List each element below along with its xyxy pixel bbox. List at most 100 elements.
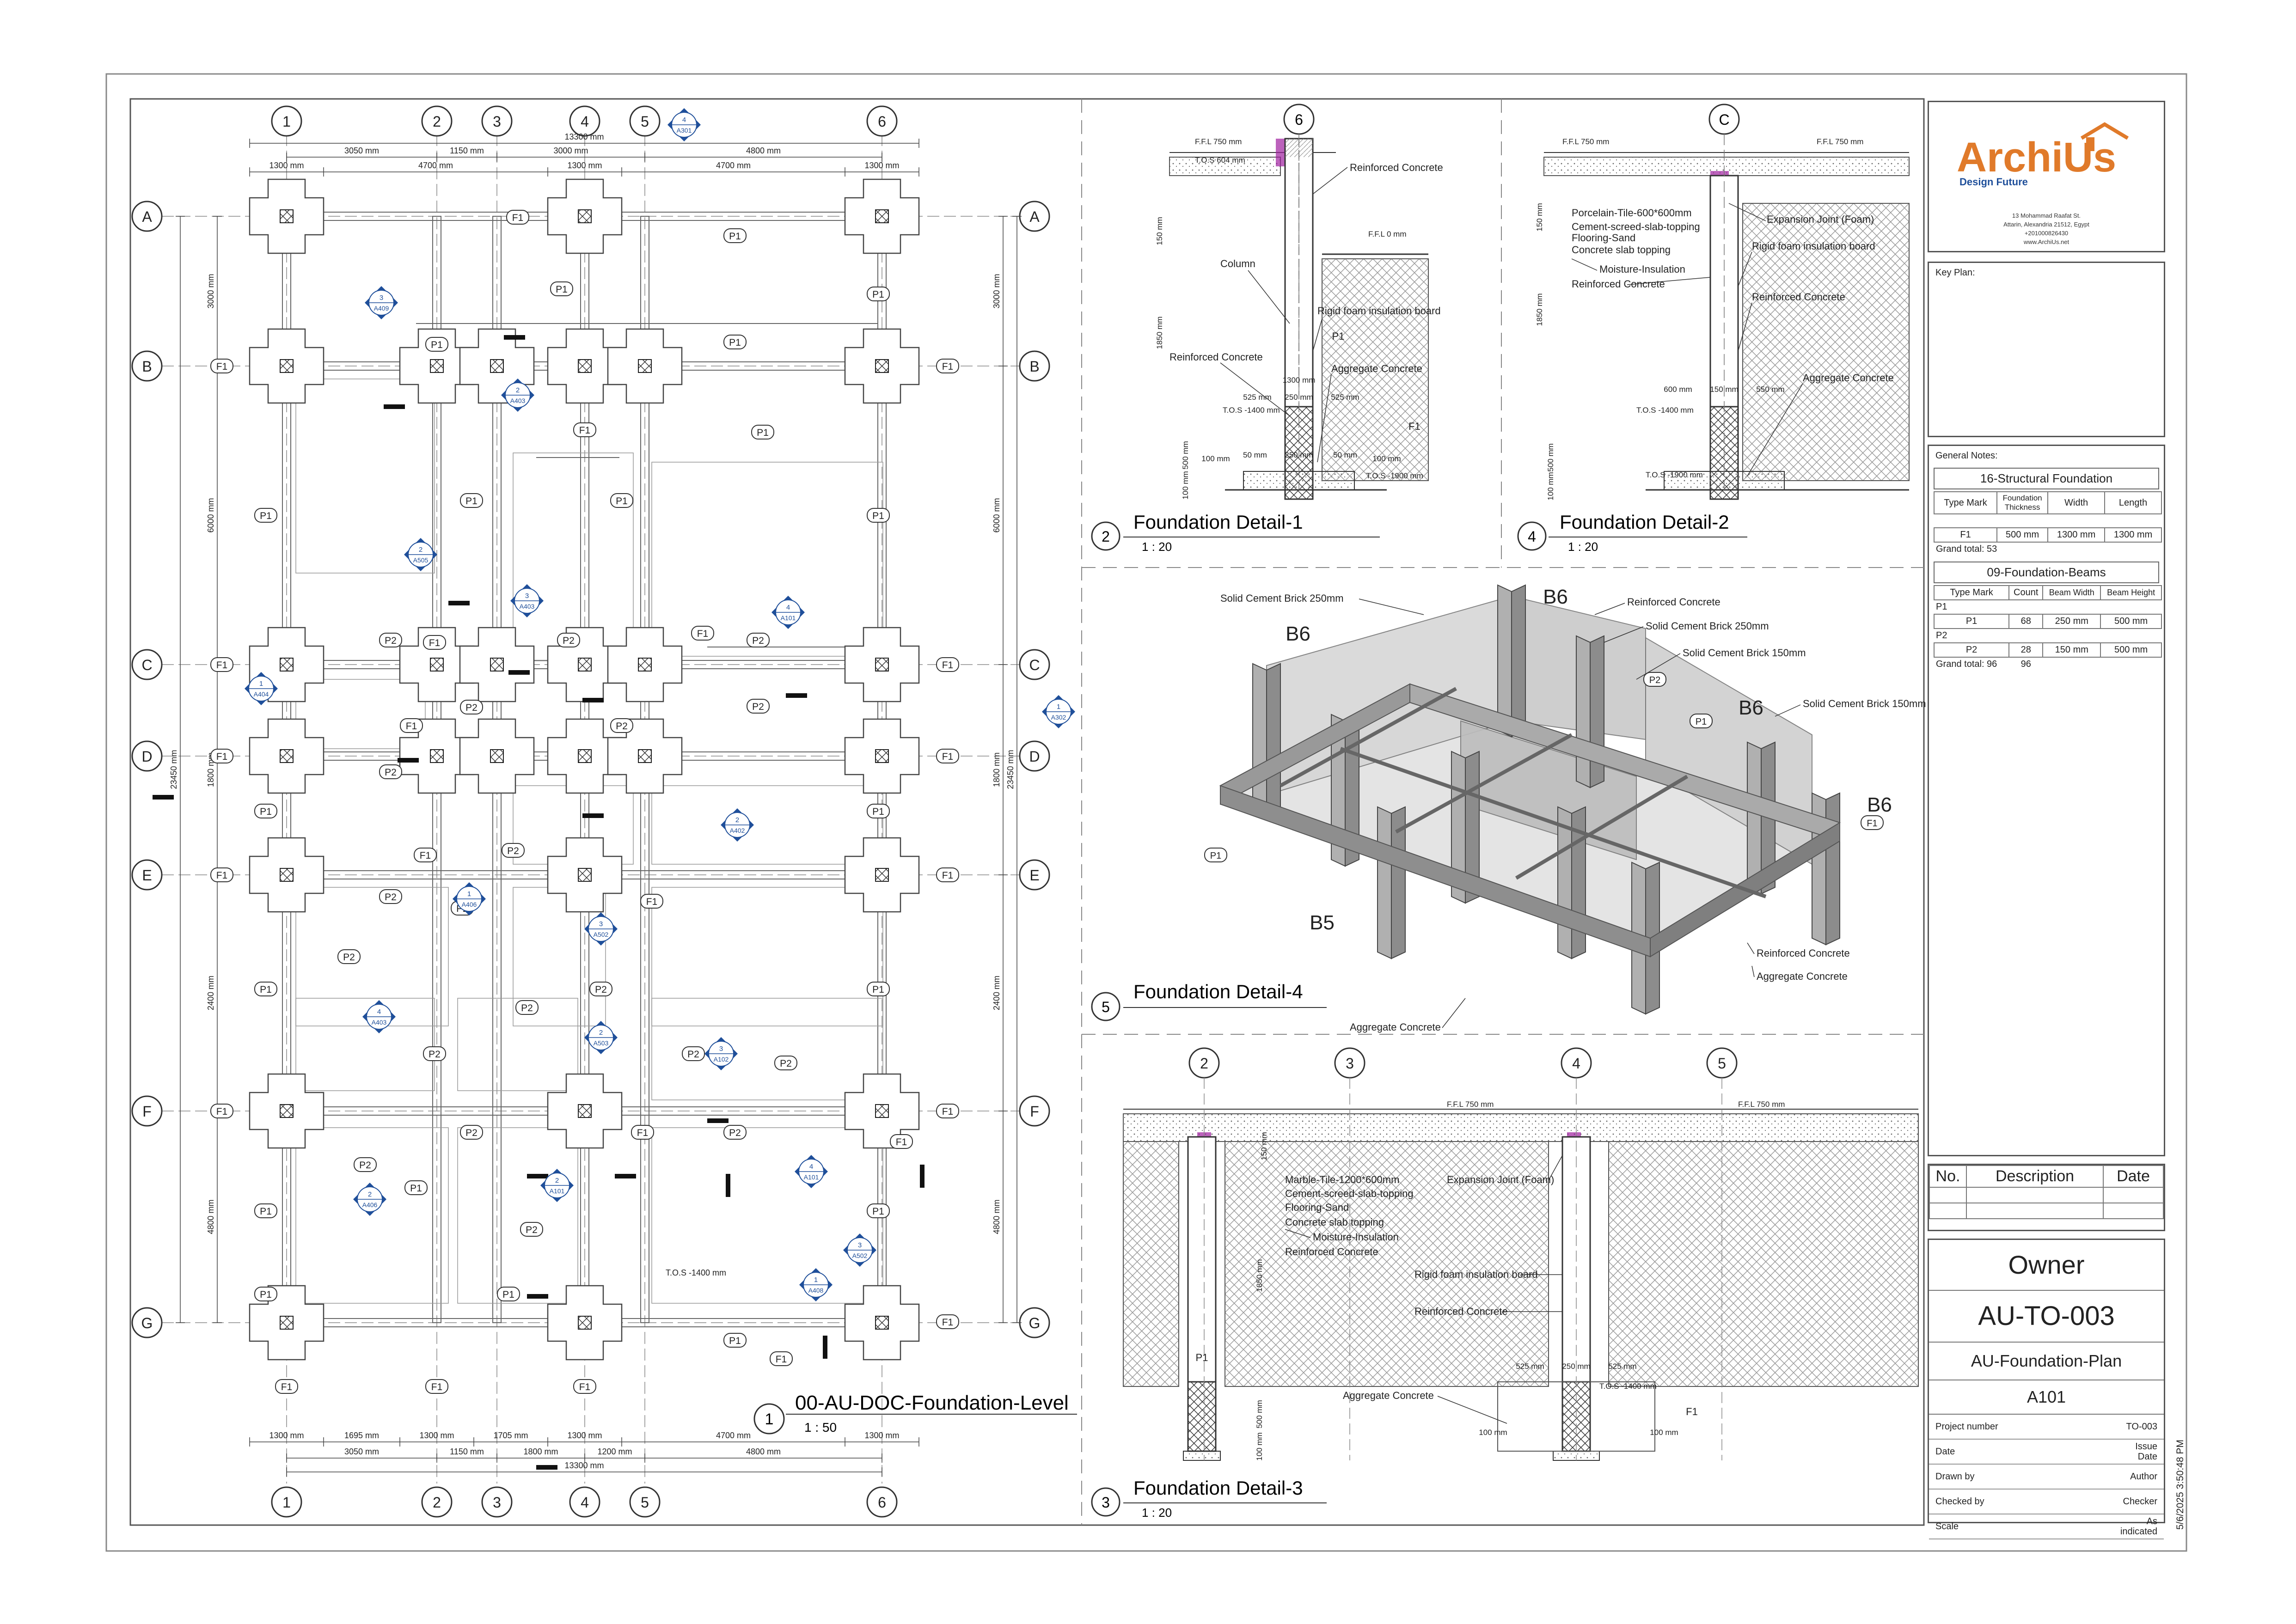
footing-f1 [459,718,535,794]
section-mark-sheet: A302 [1051,714,1066,721]
beam-b-tag: B6 [1739,696,1763,719]
element-tag: P2 [589,982,612,996]
callout-label: Rigid foam insulation board [1317,305,1441,317]
dim-label: 150 mm [1260,1132,1268,1160]
plan-dim-total: 13300 mm [564,1461,604,1470]
callout-label: Reinforced Concrete [1757,947,1850,959]
footing-f1 [844,627,920,702]
tag-text: P1 [729,231,741,242]
grid-row-label: F [1030,1103,1039,1120]
tag-text: P1 [872,289,884,300]
tag-text: P1 [260,806,272,817]
plan-dim: 6000 mm [992,498,1001,532]
beam-b-tag: B6 [1286,623,1310,645]
plan-dim: 4700 mm [716,161,751,170]
detail1-number: 2 [1102,528,1110,545]
callout-label: Solid Cement Brick 250mm [1220,592,1344,604]
plan-dim: 1300 mm [567,161,602,170]
plan-dim: 4800 mm [206,1199,215,1234]
grid-col-label: 5 [641,1494,649,1511]
section-mark-number: 4 [682,116,686,124]
grid-bubble [569,105,600,137]
element-tag: F1 [573,422,596,437]
tag-text: P1 [260,984,272,995]
sheet-info-value: As indicated [2120,1516,2157,1537]
callout-label: Reinforced Concrete [1572,278,1665,290]
dim-label: 150 mm [1710,385,1738,394]
dim-label: 100 mm [1255,1432,1264,1460]
dim-label: 100 mm [1372,454,1401,463]
logo-tagline: Design Future [1959,176,2028,188]
archius-logo: ArchiUs Design Future [1947,121,2151,190]
callout-label: Rigid foam insulation board [1752,240,1875,252]
callout-label: Reinforced Concrete [1414,1306,1508,1317]
plan-title: 00-AU-DOC-Foundation-Level [795,1392,1069,1414]
footing-f1 [844,1073,920,1149]
section-mark-number: 2 [419,546,422,554]
tag-text: P1 [616,496,628,507]
level-label: F.F.L 750 mm [1195,137,1242,146]
element-tag: F1 [573,1379,596,1394]
grid-row-label: D [141,748,152,765]
detail2-title: Foundation Detail-2 [1560,511,1729,533]
level-label: T.O.S -1900 mm [1366,471,1423,480]
dim-label: 100 mm [1181,471,1190,499]
col-count: Count [2008,585,2044,600]
callout-label: F1 [1686,1406,1698,1417]
element-tag: P1 [867,804,890,818]
grid-col-label: 2 [1200,1055,1208,1072]
tag-text: P2 [385,635,397,646]
callout-label: Column [1220,258,1255,269]
element-tag: F1 [210,749,233,763]
callout-label: P1 [1332,330,1345,342]
section-mark-number: 1 [467,890,471,898]
tag-text: P2 [729,1128,741,1138]
address-line-1: 13 Mohammad Raafat St. [2012,212,2081,219]
tag-text: P1 [872,984,884,995]
element-tag: P2 [423,1046,446,1061]
tag-text: P2 [359,1160,371,1171]
plan-dim-total: 13300 mm [564,132,604,141]
callout-label: Aggregate Concrete [1757,971,1848,982]
dim-label: 250 mm [1285,393,1313,402]
element-tag: P1 [867,287,890,301]
section-mark-number: 2 [599,1029,603,1037]
grid-col-label: 4 [1572,1055,1580,1072]
sheet-info-value: Checker [2123,1496,2157,1507]
section-mark-sheet: A403 [372,1019,387,1026]
footing-f1 [607,328,683,404]
dim-label: 150 mm [1155,217,1164,245]
grid-bubble [481,1486,513,1518]
element-tag: P1 [867,982,890,996]
grid-bubble [271,1486,302,1518]
grid-bubble [1019,740,1050,772]
callout-label: Reinforced Concrete [1752,291,1845,303]
tag-text: P2 [429,1049,441,1060]
grid-col-label: 3 [493,1494,501,1511]
plan-dim: 4800 mm [746,1447,781,1456]
element-tag: P1 [867,1203,890,1218]
element-tag: F1 [414,848,437,862]
